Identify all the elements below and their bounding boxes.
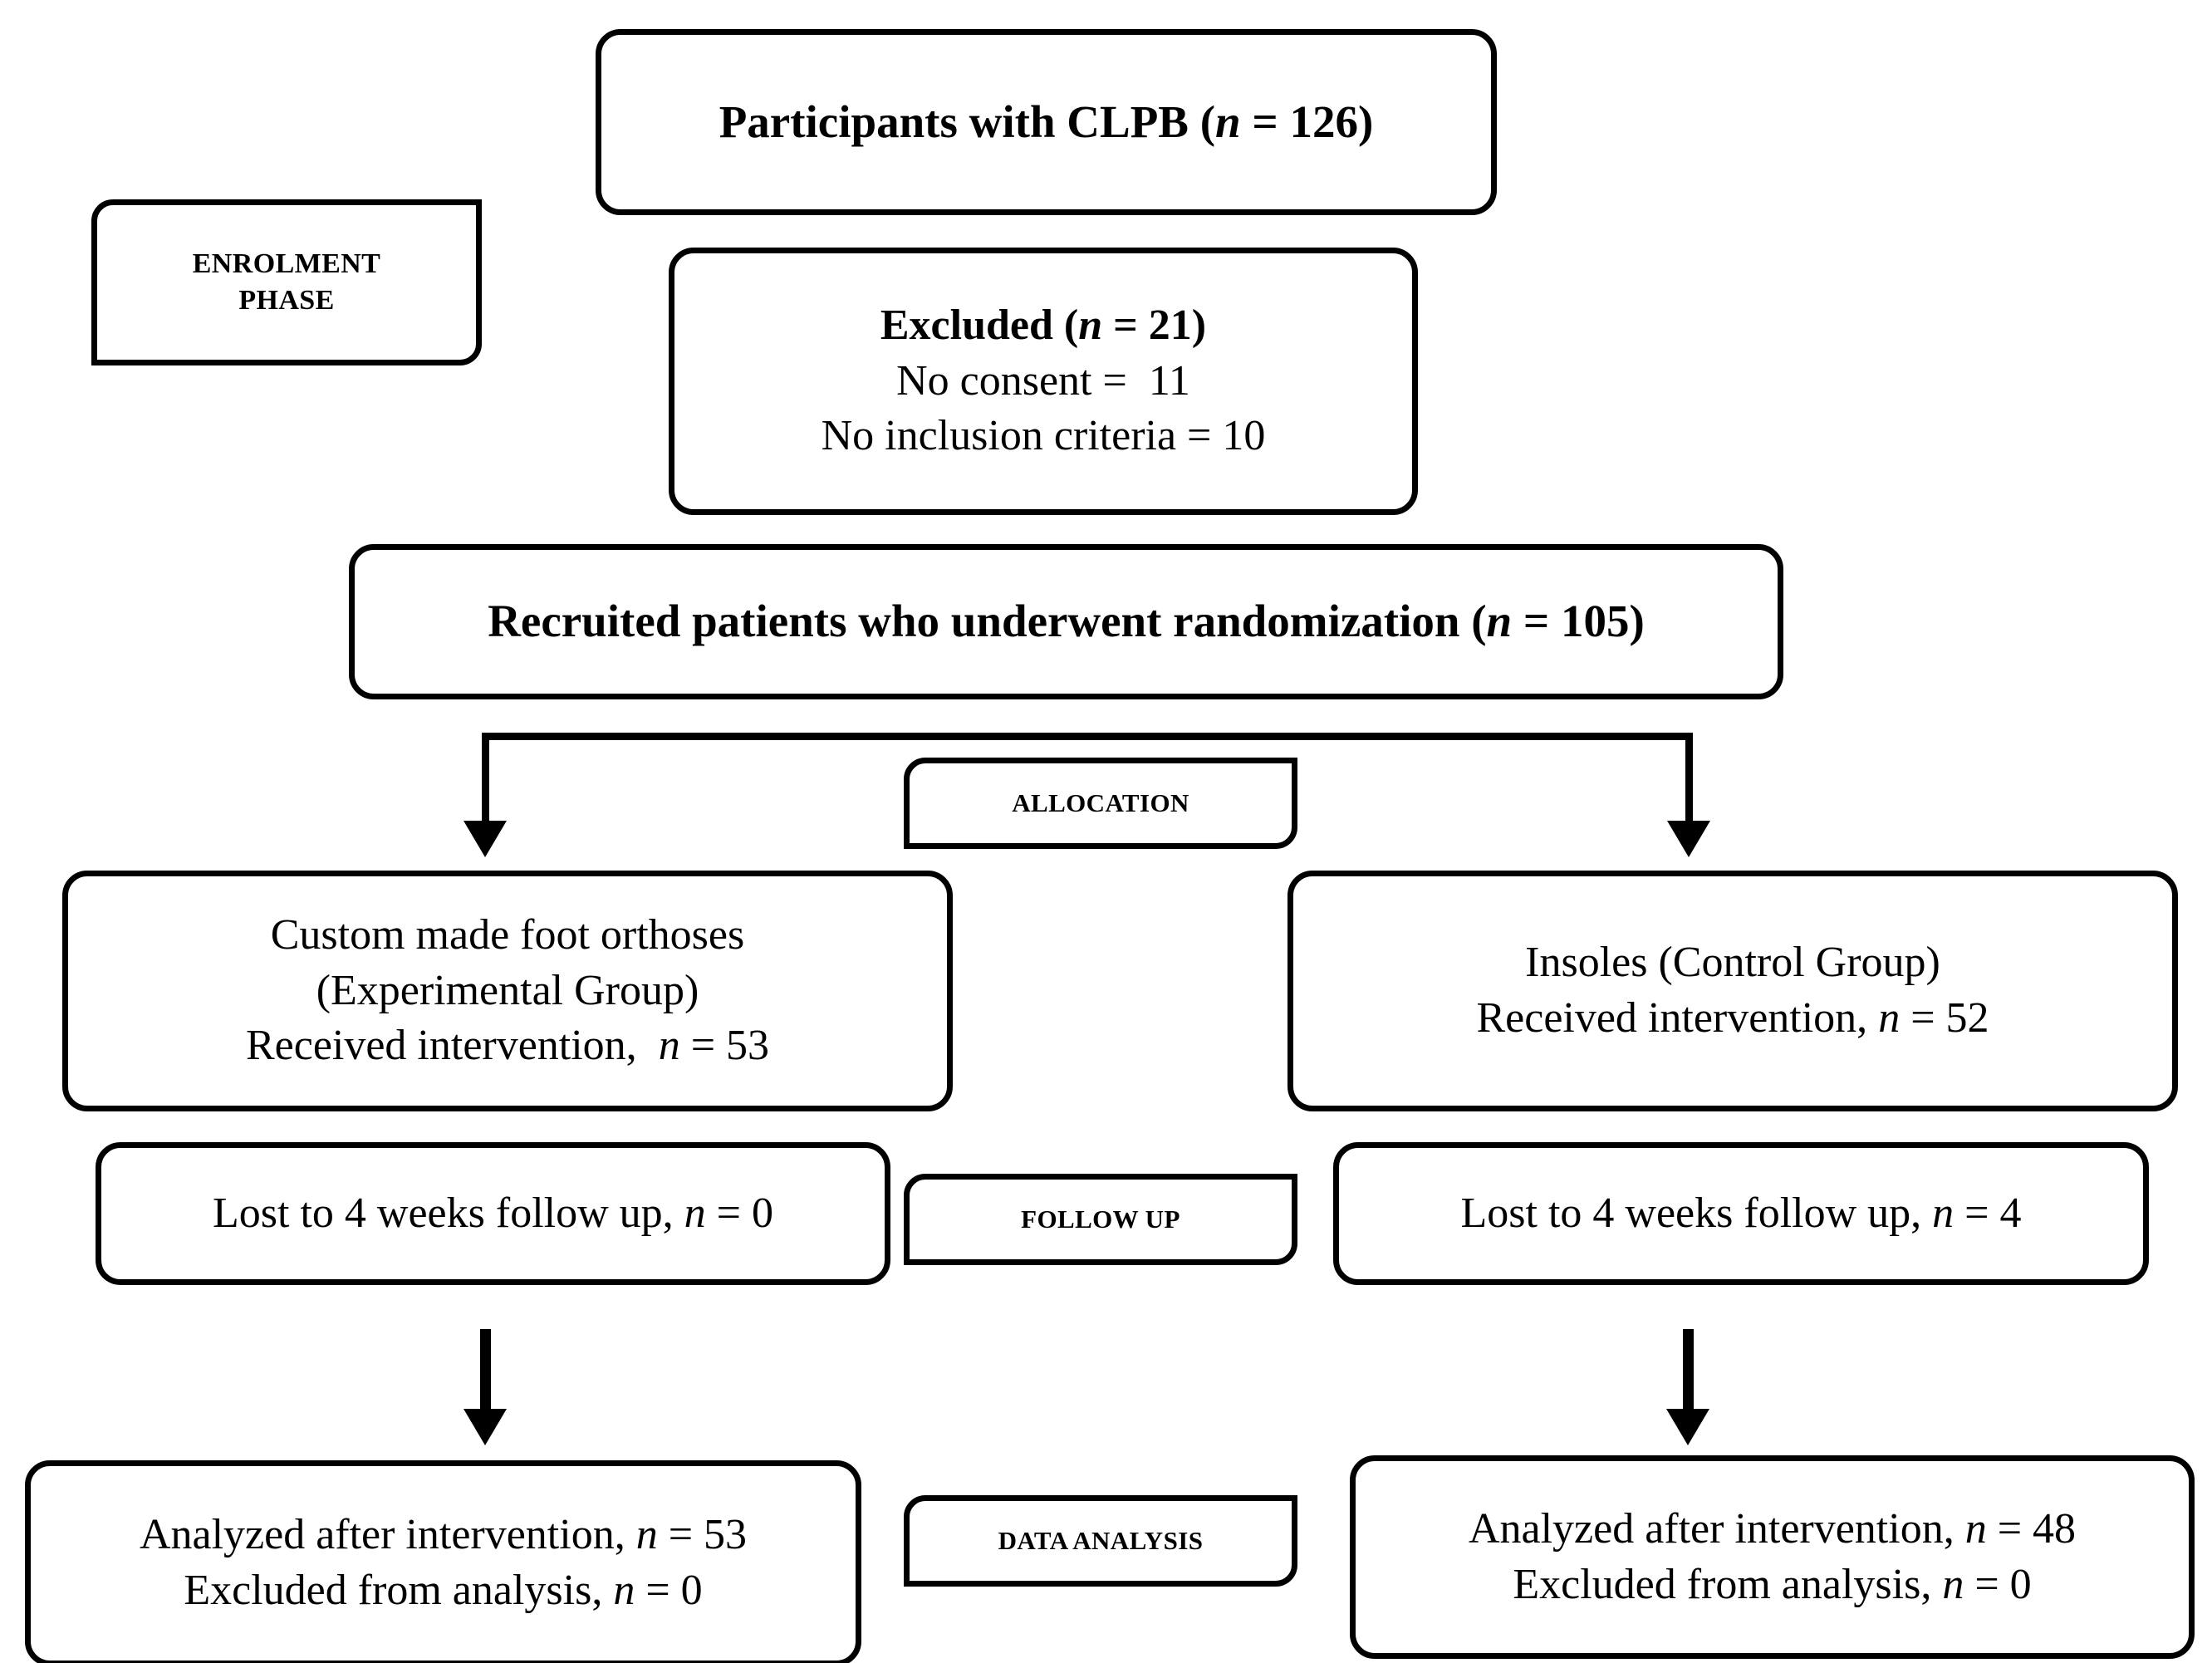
phase-enrolment-line2: PHASE [238,285,335,316]
control-analysis-line2-n-symbol: n [1942,1560,1964,1608]
experimental-analysis-line2-prefix: Excluded from analysis, [184,1567,614,1614]
control-analysis-line1-prefix: Analyzed after intervention, [1468,1504,1965,1553]
excluded-heading-n-symbol: n [1078,302,1103,350]
node-experimental-group: Custom made foot orthoses (Experimental … [62,871,953,1111]
experimental-group-line2: (Experimental Group) [316,966,699,1014]
excluded-heading: Excluded (n = 21) [880,298,1206,354]
node-control-lost-to-followup: Lost to 4 weeks follow up, n = 4 [1333,1142,2149,1285]
control-analysis-line1-n-symbol: n [1964,1504,1987,1553]
node-recruited-randomized: Recruited patients who underwent randomi… [349,544,1783,699]
recruited-n-symbol: n [1486,596,1513,647]
analysis-stem-right [1683,1329,1694,1412]
experimental-lost-text: Lost to 4 weeks follow up, n = 0 [213,1186,773,1242]
experimental-analysis-line1-suffix: = 53 [657,1511,748,1559]
experimental-lost-suffix: = 0 [705,1189,773,1237]
control-lost-n-symbol: n [1932,1189,1955,1237]
phase-label-followup: FOLLOW UP [904,1174,1297,1265]
recruited-text-suffix: = 105) [1512,596,1645,647]
node-participants-with-clpb: Participants with CLPB (n = 126) [596,29,1497,215]
control-group-n-symbol: n [1878,994,1901,1042]
phase-allocation-text: ALLOCATION [1012,787,1189,817]
experimental-analysis-line2: Excluded from analysis, n = 0 [184,1563,702,1619]
excluded-heading-suffix: = 21) [1102,302,1207,350]
allocation-stem-left [482,733,489,824]
experimental-group-line1: Custom made foot orthoses [270,911,745,959]
phase-data-analysis-text: DATA ANALYSIS [998,1525,1204,1555]
control-group-line2-suffix: = 52 [1900,994,1989,1042]
phase-followup-text: FOLLOW UP [1021,1204,1180,1234]
control-group-line2: Received intervention, n = 52 [1476,991,1989,1047]
recruited-text: Recruited patients who underwent randomi… [488,592,1645,650]
arrowhead-allocation-left-icon [463,821,507,857]
experimental-group-line3: Received intervention, n = 53 [246,1018,769,1074]
arrowhead-analysis-left-icon [463,1409,507,1445]
control-analysis-line2-prefix: Excluded from analysis, [1513,1560,1943,1608]
excluded-no-inclusion-criteria: No inclusion criteria = 10 [821,412,1266,460]
phase-enrolment-line1: ENROLMENT [192,248,381,279]
participants-text-prefix: Participants with CLPB ( [719,96,1216,147]
control-analysis-line1-suffix: = 48 [1986,1504,2077,1553]
experimental-lost-prefix: Lost to 4 weeks follow up, [213,1189,684,1237]
phase-label-data-analysis: DATA ANALYSIS [904,1495,1297,1587]
node-experimental-lost-to-followup: Lost to 4 weeks follow up, n = 0 [96,1142,890,1285]
excluded-no-consent: No consent = 11 [896,356,1190,405]
participants-n-symbol: n [1215,96,1241,147]
experimental-group-n-symbol: n [658,1022,680,1070]
node-experimental-analysis: Analyzed after intervention, n = 53 Excl… [25,1460,861,1663]
control-analysis-line2-suffix: = 0 [1964,1560,2032,1608]
excluded-heading-prefix: Excluded ( [880,302,1079,350]
experimental-analysis-line2-n-symbol: n [613,1567,635,1614]
experimental-group-line3-suffix: = 53 [679,1022,770,1070]
control-analysis-line1: Analyzed after intervention, n = 48 [1469,1502,2076,1558]
control-lost-suffix: = 4 [1954,1189,2022,1237]
control-lost-text: Lost to 4 weeks follow up, n = 4 [1461,1186,2022,1242]
experimental-group-line3-prefix: Received intervention, [245,1022,659,1070]
arrowhead-allocation-right-icon [1667,821,1710,857]
phase-label-enrolment: ENROLMENT PHASE [91,199,482,365]
control-group-line1: Insoles (Control Group) [1525,939,1940,987]
control-group-line2-prefix: Received intervention, [1476,994,1879,1042]
phase-label-allocation: ALLOCATION [904,758,1297,849]
participants-text: Participants with CLPB (n = 126) [719,93,1374,151]
experimental-analysis-line2-suffix: = 0 [635,1567,703,1614]
allocation-stem-right [1685,733,1693,824]
experimental-lost-n-symbol: n [684,1189,706,1237]
experimental-analysis-line1-prefix: Analyzed after intervention, [139,1511,636,1559]
recruited-text-prefix: Recruited patients who underwent randomi… [488,596,1487,647]
node-control-group: Insoles (Control Group) Received interve… [1287,871,2178,1111]
node-control-analysis: Analyzed after intervention, n = 48 Excl… [1350,1455,2195,1659]
control-lost-prefix: Lost to 4 weeks follow up, [1460,1189,1933,1237]
node-excluded: Excluded (n = 21) No consent = 11 No inc… [669,248,1418,515]
experimental-analysis-line1-n-symbol: n [635,1511,658,1559]
arrowhead-analysis-right-icon [1666,1409,1709,1445]
allocation-split-bar [482,733,1693,740]
experimental-analysis-line1: Analyzed after intervention, n = 53 [140,1508,747,1563]
control-analysis-line2: Excluded from analysis, n = 0 [1513,1558,2031,1613]
participants-text-suffix: = 126) [1240,96,1374,147]
analysis-stem-left [480,1329,491,1412]
